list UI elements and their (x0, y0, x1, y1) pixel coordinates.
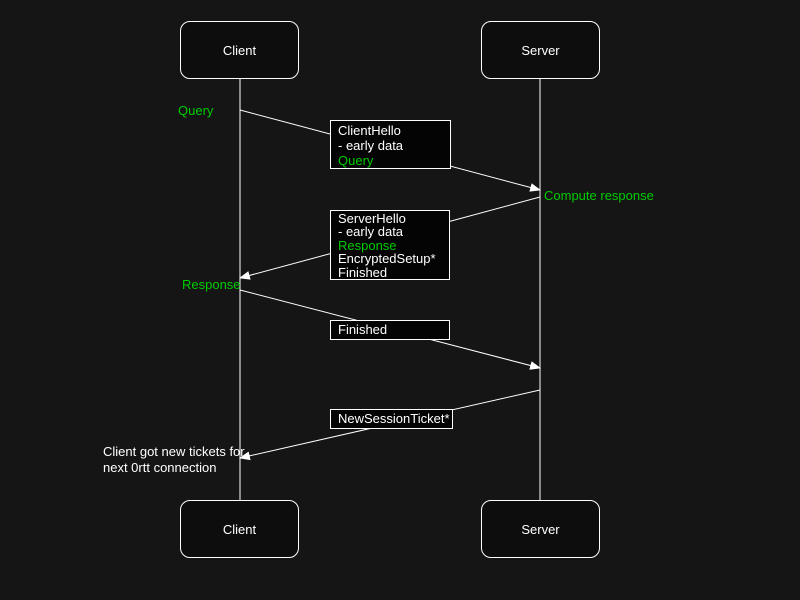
message-line: - early data (338, 224, 404, 240)
message-box-new-session-ticket: NewSessionTicket* (330, 409, 453, 429)
message-box-client-hello: ClientHello - early data Query (330, 120, 451, 169)
actor-client-top-label: Client (222, 42, 257, 58)
actor-client-bottom-label: Client (222, 521, 257, 537)
message-line: - early data (338, 138, 404, 153)
message-line: EncryptedSetup* (338, 251, 436, 267)
message-box-server-hello: ServerHello - early data Response Encryp… (330, 210, 450, 280)
actor-server-top: Server (481, 21, 600, 79)
message-line: Finished (338, 264, 388, 280)
actor-server-bottom: Server (481, 500, 600, 558)
actor-server-bottom-label: Server (521, 521, 560, 537)
message-line: ServerHello (338, 211, 406, 226)
annotation-tickets-note: Client got new tickets for next 0rtt con… (103, 444, 245, 476)
message-box-finished: Finished (330, 320, 450, 340)
annotation-tickets-note-line1: Client got new tickets for (103, 444, 245, 459)
actor-client-top: Client (180, 21, 299, 79)
annotation-response: Response (182, 277, 241, 292)
annotation-query: Query (178, 103, 214, 118)
message-line: Finished (338, 322, 388, 337)
message-line: NewSessionTicket* (338, 411, 450, 426)
actor-client-bottom: Client (180, 500, 299, 558)
message-line: ClientHello (338, 123, 401, 138)
actor-server-top-label: Server (521, 42, 560, 58)
message-line: Response (338, 237, 397, 253)
message-line: Query (338, 153, 374, 168)
annotation-tickets-note-line2: next 0rtt connection (103, 460, 217, 475)
annotation-compute-response: Compute response (544, 188, 654, 203)
